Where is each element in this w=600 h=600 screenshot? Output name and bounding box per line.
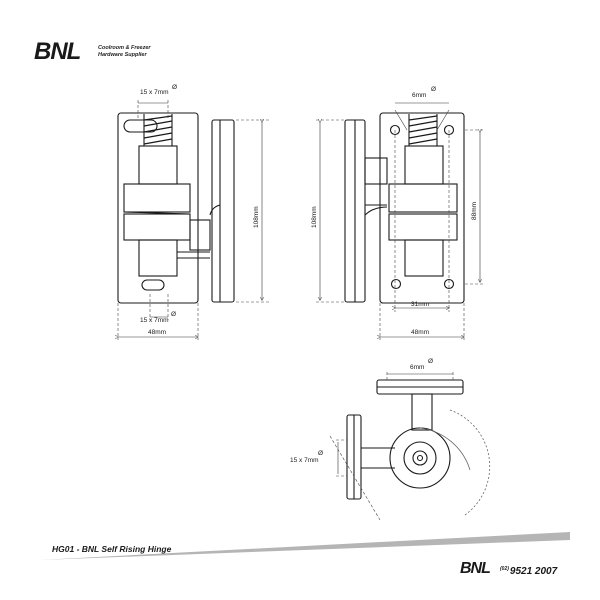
front-spring [143, 115, 173, 145]
top-swing-arc [449, 409, 491, 516]
front-slot-top [123, 119, 158, 133]
back-hole-br [443, 278, 455, 290]
top-dim-slot: 15 x 7mm [290, 457, 319, 464]
back-dim-hole-spacing: 31mm [411, 301, 429, 308]
top-view [346, 379, 464, 500]
back-collar-lower [388, 213, 458, 241]
front-dim-height: 108mm [253, 206, 260, 228]
back-hole-tr [443, 124, 455, 136]
footer-phone-number: 9521 2007 [509, 566, 558, 577]
front-plate [117, 112, 199, 304]
top-collar-outer [389, 427, 451, 489]
footer-phone: (02)9521 2007 [500, 566, 557, 577]
top-pin [412, 450, 428, 466]
back-barrel-upper [404, 145, 444, 185]
footer-title: HG01 - BNL Self Rising Hinge [52, 544, 172, 554]
front-dim-slot-top: 15 x 7mm [140, 89, 169, 96]
front-collar-lower [123, 213, 191, 241]
top-stem [411, 393, 433, 431]
back-dim-width: 48mm [411, 329, 429, 336]
back-dim-hole: 6mm [412, 92, 426, 99]
back-plate [379, 112, 465, 304]
footer-phone-area: (02) [500, 566, 509, 572]
front-dim-slot-top-symbol: Ø [172, 84, 177, 91]
back-view [344, 112, 465, 304]
back-hole-tl [389, 124, 401, 136]
back-arm [364, 157, 388, 185]
top-dim-hole: 6mm [410, 364, 424, 371]
front-view [117, 112, 235, 304]
front-dim-width: 48mm [148, 329, 166, 336]
footer-swoosh [40, 532, 570, 560]
top-barrel [403, 441, 437, 475]
front-slot-bottom [141, 279, 165, 291]
front-barrel-upper [138, 145, 178, 185]
back-dim-height-side: 108mm [311, 206, 318, 228]
back-dim-height-inner: 88mm [471, 202, 478, 220]
footer-logo: BNL [460, 560, 491, 577]
top-dim-hole-symbol: Ø [428, 358, 433, 365]
front-dim-slot-bottom-symbol: Ø [171, 311, 176, 318]
front-side-plate [211, 119, 235, 303]
top-dim-slot-symbol: Ø [318, 450, 323, 457]
back-barrel-lower [404, 239, 444, 277]
back-collar-upper [388, 183, 458, 213]
back-hole-bl [390, 278, 402, 290]
front-collar-upper [123, 183, 191, 213]
tagline-line1: Coolroom & Freezer [98, 45, 151, 51]
back-dim-hole-symbol: Ø [431, 86, 436, 93]
brand-logo: BNL [34, 38, 81, 65]
front-barrel-lower [138, 239, 178, 277]
front-arm [189, 219, 211, 251]
tagline-line2: Hardware Supplier [98, 52, 147, 58]
back-spring [408, 115, 438, 145]
front-dim-slot-bottom: 15 x 7mm [140, 317, 169, 324]
brand-tagline: Coolroom & Freezer Hardware Supplier [98, 45, 151, 59]
